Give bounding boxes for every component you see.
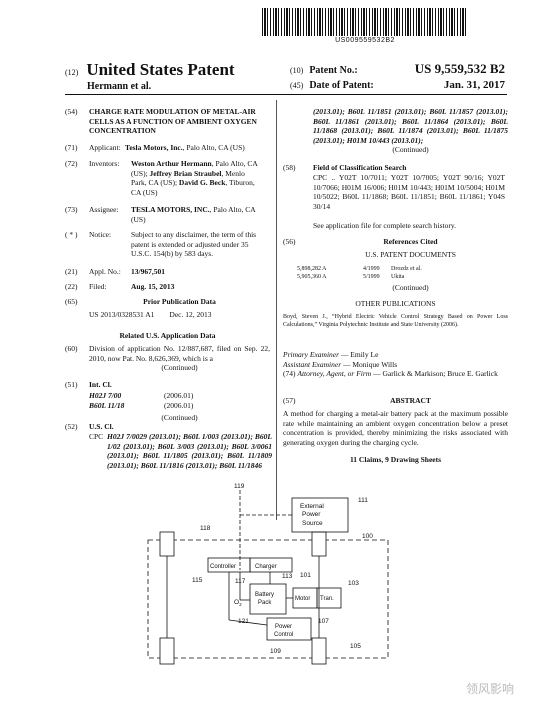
patent-number: US 9,559,532 B2 [414, 61, 505, 76]
charger-box [249, 557, 293, 573]
svg-text:Pack: Pack [258, 600, 272, 606]
invention-title: CHARGE RATE MODULATION OF METAL-AIR CELL… [89, 107, 257, 135]
charger-label: Charger [255, 564, 277, 570]
claims-summary: 11 Claims, 9 Drawing Sheets [349, 455, 442, 464]
inventors-short: Hermann et al. [87, 81, 152, 92]
abstract-text: A method for charging a metal-air batter… [283, 409, 508, 447]
ref-107: 107 [318, 618, 329, 625]
svg-text:Control: Control [274, 632, 293, 638]
code-12: (12) [65, 68, 79, 77]
ref-115: 115 [192, 577, 203, 584]
svg-text:External: External [300, 503, 324, 510]
prior-pub: US 2013/0328531 A1 Dec. 12, 2013 [89, 310, 212, 319]
patent-title: United States Patent [86, 60, 235, 79]
ref-117: 117 [235, 578, 246, 585]
cpc-classes: H02J 7/0029 (2013.01); B60L 1/003 (2013.… [107, 432, 272, 470]
header-divider [65, 94, 507, 95]
field-search-text: CPC .. Y02T 10/7011; Y02T 10/7005; Y02T … [313, 173, 505, 211]
column-divider [276, 100, 277, 520]
patent-header-right: (10) Patent No.: US 9,559,532 B2 (45) Date… [290, 62, 505, 93]
ref-103: 103 [348, 580, 359, 587]
motor-label: Motor [295, 596, 310, 602]
ref-100: 100 [362, 533, 373, 540]
related-text: Division of application No. 12/887,687, … [89, 344, 270, 363]
ref-121: 121 [238, 618, 249, 625]
tran-box [316, 587, 342, 609]
applicant-name: Tesla Motors, Inc. [125, 143, 183, 152]
cpc-continuation: (2013.01); B60L 11/1851 (2013.01); B60L … [313, 107, 508, 154]
title-block: (54) CHARGE RATE MODULATION OF METAL-AIR… [65, 107, 270, 147]
ref-105: 105 [350, 643, 361, 650]
other-pubs-title: OTHER PUBLICATIONS [355, 299, 436, 308]
assignee-name: TESLA MOTORS, INC. [131, 205, 210, 214]
svg-text:Source: Source [302, 520, 323, 527]
related-title: Related U.S. Application Data [119, 331, 216, 340]
appl-no: 13/967,501 [131, 267, 165, 276]
patent-no-label: Patent No.: [309, 65, 358, 76]
patent-date: Jan. 31, 2017 [443, 79, 505, 91]
battery-pack-box [249, 583, 287, 615]
inventor-2: Jeffrey Brian Straubel [149, 168, 222, 178]
ref-111: 111 [358, 497, 368, 504]
wheel-front-bottom [159, 637, 175, 665]
inventor-1: Weston Arthur Hermann [131, 159, 212, 168]
controller-label: Controller [210, 564, 236, 570]
barcode [262, 8, 468, 36]
svg-text:Power: Power [302, 511, 321, 518]
tran-label: Tran. [320, 596, 334, 602]
date-label: Date of Patent: [309, 80, 374, 91]
system-diagram: 119 111 External Power Source 100 118 Co… [147, 483, 389, 665]
ref-101: 101 [300, 572, 311, 579]
wheel-rear-bottom [311, 637, 327, 665]
code-10: (10) [290, 66, 304, 75]
watermark: 领风影响 [466, 682, 515, 696]
notice-text: Subject to any disclaimer, the term of t… [131, 230, 257, 258]
code-45: (45) [290, 81, 304, 90]
other-pubs: Boyd, Steven J., “Hybrid Electric Vehicl… [283, 314, 508, 328]
ref-109: 109 [270, 648, 281, 655]
svg-text:Power: Power [275, 624, 292, 630]
wheel-rear-top [311, 531, 327, 557]
filed-date: Aug. 15, 2013 [131, 282, 175, 291]
o2-sensor-label: O2 [234, 599, 242, 607]
inventor-3: David G. Beck [178, 178, 226, 187]
vehicle-outline [147, 539, 389, 659]
ref-119: 119 [234, 483, 245, 490]
svg-text:Battery: Battery [255, 592, 274, 598]
ref-118: 118 [200, 525, 211, 532]
barcode-number: US009559532B2 [335, 37, 395, 44]
examiners-block: Primary Examiner — Emily Le Assistant Ex… [283, 350, 498, 378]
wheel-front-top [159, 531, 175, 557]
power-control-box [266, 617, 312, 641]
patent-header-left: (12) United States Patent Hermann et al. [65, 60, 235, 92]
ref-113: 113 [282, 573, 293, 580]
